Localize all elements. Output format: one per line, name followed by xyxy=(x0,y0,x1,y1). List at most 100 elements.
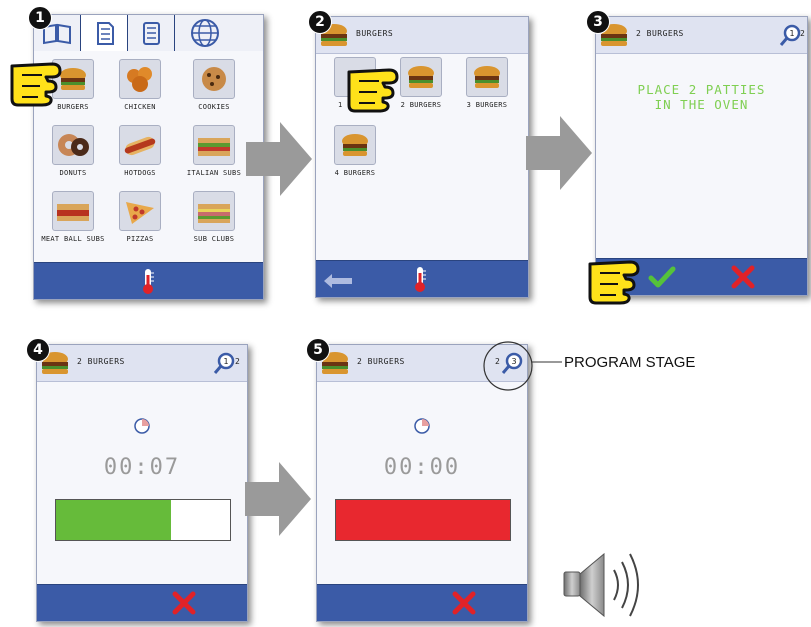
screen-1-menu: BURGERS CHICKEN COOKIES DONUTS HOTDOGS I… xyxy=(33,14,264,300)
burger-image xyxy=(334,125,376,165)
tab-document[interactable] xyxy=(81,15,128,51)
tab-globe[interactable] xyxy=(175,15,263,51)
stage-total: 2 xyxy=(235,357,240,366)
instruction-line-2: IN THE OVEN xyxy=(654,97,749,112)
screen-title: BURGERS xyxy=(356,29,394,38)
document-icon xyxy=(97,22,114,45)
arrow-right-icon xyxy=(526,116,592,190)
cancel-x-icon[interactable] xyxy=(730,265,756,289)
menu-item-cookies[interactable]: COOKIES xyxy=(181,59,247,111)
menu-item-label: MEAT BALL SUBS xyxy=(41,235,105,243)
submenu-item-label: 1 xyxy=(338,101,343,109)
submenu-item-4-burgers[interactable]: 4 BURGERS xyxy=(322,125,388,177)
category-tab-bar xyxy=(34,15,263,51)
sub-club-image xyxy=(193,191,235,231)
menu-item-italian-subs[interactable]: ITALIAN SUBS xyxy=(181,125,247,177)
sub-image xyxy=(193,125,235,165)
menu-item-label: SUB CLUBS xyxy=(193,235,235,243)
list-icon xyxy=(143,22,160,45)
step-badge-3: 3 xyxy=(586,10,610,34)
svg-text:1: 1 xyxy=(789,29,794,38)
chicken-image xyxy=(119,59,161,99)
arrow-right-icon xyxy=(246,122,312,196)
step-badge-1: 1 xyxy=(28,6,52,30)
pizza-image xyxy=(119,191,161,231)
stage-prefix: 2 xyxy=(495,357,500,366)
screen-5-header: 2 BURGERS 2 3 xyxy=(317,345,527,382)
burger-icon xyxy=(601,24,627,46)
screen-4-footer xyxy=(37,584,247,621)
thermometer-icon[interactable] xyxy=(410,265,430,293)
menu-item-meatball-subs[interactable]: MEAT BALL SUBS xyxy=(40,191,106,243)
stage-current: 3 xyxy=(511,357,516,366)
menu-item-label: DONUTS xyxy=(59,169,87,177)
instruction-line-1: PLACE 2 PATTIES xyxy=(637,82,766,97)
submenu-item-label: 3 BURGERS xyxy=(466,101,508,109)
step-badge-4: 4 xyxy=(26,338,50,362)
progress-fill xyxy=(56,500,171,540)
menu-item-donuts[interactable]: DONUTS xyxy=(40,125,106,177)
menu-item-label: HOTDOGS xyxy=(124,169,156,177)
magnifier-icon[interactable]: 3 xyxy=(501,351,523,375)
cancel-x-icon[interactable] xyxy=(171,591,197,615)
cookie-image xyxy=(193,59,235,99)
globe-icon xyxy=(191,19,219,47)
program-stage-callout: PROGRAM STAGE xyxy=(564,354,696,371)
pointing-hand-icon xyxy=(588,260,640,305)
burger-image xyxy=(400,57,442,97)
step-badge-5: 5 xyxy=(306,338,330,362)
tab-list[interactable] xyxy=(128,15,175,51)
screen-4-header: 2 BURGERS 1 2 xyxy=(37,345,247,382)
accept-check-icon[interactable] xyxy=(648,265,676,289)
tab-book[interactable] xyxy=(34,15,81,51)
burger-icon xyxy=(42,352,68,374)
meatball-sub-image xyxy=(52,191,94,231)
thermometer-icon[interactable] xyxy=(138,267,158,295)
cancel-x-icon[interactable] xyxy=(451,591,477,615)
arrow-right-icon xyxy=(245,462,311,536)
menu-item-label: CHICKEN xyxy=(124,103,156,111)
countdown-timer: 00:00 xyxy=(383,455,461,480)
screen-5-footer xyxy=(317,584,527,621)
progress-fill xyxy=(336,500,510,540)
screen-2-header: BURGERS xyxy=(316,17,528,54)
menu-item-chicken[interactable]: CHICKEN xyxy=(107,59,173,111)
submenu-item-3-burgers[interactable]: 3 BURGERS xyxy=(454,57,520,109)
menu-item-sub-clubs[interactable]: SUB CLUBS xyxy=(181,191,247,243)
step-badge-2: 2 xyxy=(308,10,332,34)
submenu-item-label: 4 BURGERS xyxy=(334,169,376,177)
menu-item-hotdogs[interactable]: HOTDOGS xyxy=(107,125,173,177)
menu-item-label: ITALIAN SUBS xyxy=(186,169,242,177)
stage-current: 1 xyxy=(223,357,228,366)
menu-item-label: BURGERS xyxy=(57,103,89,111)
screen-title: 2 BURGERS xyxy=(357,357,405,366)
menu-item-pizzas[interactable]: PIZZAS xyxy=(107,191,173,243)
menu-item-label: PIZZAS xyxy=(126,235,154,243)
speaker-icon xyxy=(563,552,639,618)
screen-3-header: 2 BURGERS 1 2 xyxy=(596,17,807,54)
back-arrow-icon[interactable] xyxy=(322,269,356,289)
submenu-item-2-burgers[interactable]: 2 BURGERS xyxy=(388,57,454,109)
book-icon xyxy=(43,23,71,45)
screen-3-instruction: 2 BURGERS 1 2 PLACE 2 PATTIES IN THE OVE… xyxy=(595,16,808,296)
screen-1-footer xyxy=(34,262,263,299)
screen-2-footer xyxy=(316,260,528,297)
stage-total: 2 xyxy=(800,29,805,38)
screen-title: 2 BURGERS xyxy=(77,357,125,366)
timer-clock-icon xyxy=(134,418,150,434)
hotdog-image xyxy=(119,125,161,165)
pointing-hand-icon xyxy=(347,68,399,113)
submenu-item-label: 2 BURGERS xyxy=(400,101,442,109)
countdown-timer: 00:07 xyxy=(103,455,181,480)
timer-clock-icon xyxy=(414,418,430,434)
menu-item-label: COOKIES xyxy=(198,103,230,111)
progress-bar xyxy=(55,499,231,541)
stage-highlight-circle xyxy=(483,341,539,391)
screen-title: 2 BURGERS xyxy=(636,29,684,38)
pointing-hand-icon xyxy=(10,62,62,107)
magnifier-icon[interactable]: 1 xyxy=(779,23,801,47)
burger-image xyxy=(466,57,508,97)
donut-image xyxy=(52,125,94,165)
magnifier-icon[interactable]: 1 xyxy=(213,351,235,375)
screen-2-submenu: BURGERS 1 2 BURGERS 3 BURGERS 4 BURGERS xyxy=(315,16,529,298)
